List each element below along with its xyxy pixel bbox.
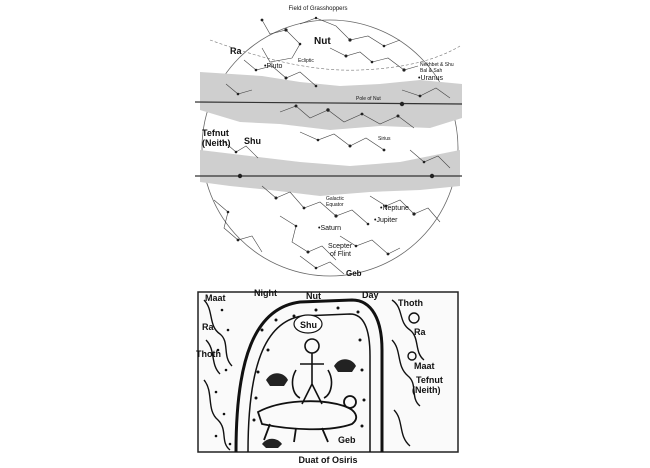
tefnut-star-label-line1: Tefnut (202, 128, 229, 138)
star-map: Field of Grasshoppers Nut Ra •Pluto •Ura… (194, 6, 463, 278)
day-label: Day (362, 290, 379, 300)
night-label: Night (254, 288, 277, 298)
nut-label: Nut (306, 291, 321, 301)
right-figures (391, 299, 425, 447)
ra-right-label: Ra (414, 327, 426, 337)
constellation-lines (213, 17, 451, 275)
tefnut-star-label-line2: (Neith) (202, 138, 231, 148)
jupiter-label: •Jupiter (374, 217, 398, 224)
ra-left-label: Ra (202, 322, 214, 332)
central-figure (291, 338, 333, 405)
tefnut-label-line2: (Neith) (412, 385, 441, 395)
pluto-label: •Pluto (264, 63, 283, 70)
nut-star-label: Nut (314, 36, 331, 47)
ecliptic-label: Ecliptic (298, 58, 314, 64)
sirius-label: Sirius (378, 136, 391, 142)
duat-vignette: Maat Night Nut Day Thoth Ra Shu Ra Thoth… (196, 288, 459, 465)
shu-label: Shu (300, 320, 317, 330)
thoth-left-label: Thoth (196, 349, 221, 359)
celestial-circle (201, 19, 459, 277)
duat-caption: Duat of Osiris (298, 455, 357, 465)
ra-star-label: Ra (230, 46, 242, 56)
saturn-label: •Saturn (318, 225, 341, 232)
milky-way-band-lower (200, 150, 460, 196)
birds (262, 359, 356, 448)
nut-arch-inner (247, 313, 371, 453)
nut-arch (234, 298, 384, 453)
tefnut-star-label: Tefnut (Neith) (202, 128, 231, 148)
shu-star-label: Shu (244, 136, 261, 146)
thoth-top-right-label: Thoth (398, 298, 423, 308)
left-figures (203, 299, 233, 451)
tefnut-label-line1: Tefnut (416, 375, 443, 385)
maat-top-label: Maat (205, 293, 226, 303)
milky-way-band-upper (200, 72, 462, 130)
uranus-label: •Uranus (418, 75, 444, 82)
neptune-label: •Neptune (380, 205, 409, 212)
field-of-grasshoppers-label: Field of Grasshoppers (288, 6, 347, 12)
ecliptic-line-upper (194, 101, 463, 105)
maat-right-label: Maat (414, 361, 435, 371)
pole-label: Pole of Nut (356, 96, 381, 102)
stars (226, 16, 435, 270)
geb-figure (256, 395, 358, 443)
tefnut-label: Tefnut (Neith) (412, 375, 445, 395)
star-field (214, 306, 366, 446)
geb-label: Geb (338, 435, 356, 445)
galactic-equator-arc (209, 39, 461, 71)
shu-oval (293, 314, 323, 334)
geb-star-label: Geb (346, 269, 362, 278)
